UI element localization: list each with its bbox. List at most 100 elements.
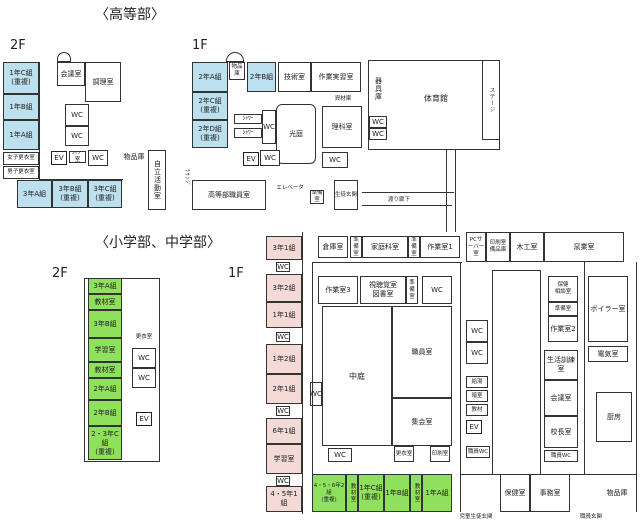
high-2f-cooking-room[interactable]: 調理室 [85,62,121,102]
elem-1f-learning-room[interactable]: 学習室 [266,444,302,474]
high-1f-wc-2[interactable]: WC [260,150,280,166]
elem-1f-life-training[interactable]: 生活訓練室 [544,350,578,380]
elem-2f-room-23c[interactable]: 2・3年C組 (重複) [88,426,122,460]
high-1f-elevator-hall[interactable]: エレベータ [270,182,310,194]
elem-1f-print-2[interactable]: 印刷室 [430,446,450,462]
high-2f-wc-2[interactable]: WC [65,126,89,146]
elem-1f-staff-room[interactable]: 職員室 [392,306,452,398]
elem-1f-changing[interactable]: 更衣室 [394,446,414,462]
elem-2f-elevator[interactable]: EV [136,412,152,426]
high-2f-wc-1[interactable]: WC [65,104,89,126]
elem-1f-room-1a[interactable]: 1年A組 [422,474,452,512]
elem-1f-office[interactable]: 事務室 [530,474,570,512]
elem-2f-room-2a[interactable]: 2年A組 [88,378,122,400]
high-2f-room-3a[interactable]: 3年A組 [17,180,52,208]
high-1f-light-court[interactable]: 光庭 [276,104,316,164]
high-1f-prep-room[interactable]: 準備室 [310,190,324,204]
gym-stage[interactable]: ステージ [482,60,500,140]
high-2f-room-1b[interactable]: 1年B組 [3,94,39,120]
high-1f-room-2c[interactable]: 2年C組 (重複) [192,92,228,120]
elem-1f-room-6-1[interactable]: 6年1組 [266,418,302,444]
elem-1f-hot-water[interactable]: 給湯 [466,376,488,388]
elem-1f-wc-c[interactable]: WC [276,406,290,416]
high-1f-science-room[interactable]: 理科室 [322,106,362,148]
high-1f-student-entrance[interactable]: 生徒玄関 [334,180,358,210]
elem-1f-courtyard[interactable]: 中庭 [322,306,392,446]
elem-1f-prep-b[interactable]: 準備室 [408,236,420,258]
elem-2f-room-3a[interactable]: 3年A組 [88,278,122,294]
elem-1f-nurse-consult[interactable]: 保健 相談室 [548,276,578,302]
high-2f-room-1a[interactable]: 1年A組 [3,120,39,150]
elem-1f-boiler[interactable]: ボイラー室 [588,276,628,342]
high-2f-wc-3[interactable]: WC [88,150,108,166]
high-2f-storage[interactable]: 物品庫 [120,150,148,164]
elem-2f-wc-1[interactable]: WC [132,348,156,368]
high-2f-girls-changing[interactable]: 女子更衣室 [3,152,39,165]
elem-1f-room-1-2[interactable]: 1年2組 [266,344,302,374]
elem-1f-room-3-2[interactable]: 3年2組 [266,274,302,302]
elem-1f-warehouse[interactable]: 倉庫室 [318,236,348,258]
elem-1f-wc-a[interactable]: WC [276,262,290,272]
high-1f-practice-room[interactable]: 作業実習室 [311,62,361,92]
elem-2f-changing-room[interactable]: 更衣室 [132,330,156,344]
elem-1f-wc-h[interactable]: WC [466,320,488,342]
elem-1f-material-c[interactable]: 教材 [466,404,488,416]
elem-1f-prep-d[interactable]: 準備室 [548,302,578,316]
elem-2f-material-1[interactable]: 教材室 [88,294,122,310]
elem-1f-material-b[interactable]: 教材室 [410,474,422,512]
elem-1f-room-1-1[interactable]: 1年1組 [266,302,302,328]
high-2f-boys-changing[interactable]: 男子更衣室 [3,166,39,179]
elem-2f-room-3b[interactable]: 3年B組 [88,310,122,338]
high-1f-wc-1[interactable]: WC [262,110,276,144]
elem-1f-work-room-2[interactable]: 作業室2 [548,316,578,342]
high-1f-lounge[interactable]: ﾗｳﾝｼﾞ [180,148,192,208]
elem-1f-room-1b[interactable]: 1年B組 [384,474,410,512]
elem-1f-health-room[interactable]: 保健室 [500,474,530,512]
elem-1f-staff-entrance[interactable]: 職員玄関 [574,512,608,522]
elem-1f-wc-i[interactable]: WC [466,342,488,364]
elem-2f-material-2[interactable]: 教材室 [88,362,122,378]
elem-1f-meeting[interactable]: 会議室 [544,380,578,416]
elem-2f-learning-room[interactable]: 学習室 [88,338,122,362]
elem-1f-room-45-1[interactable]: 4・5年1組 [266,486,302,512]
high-1f-room-2a[interactable]: 2年A組 [192,62,228,92]
elem-2f-room-2b[interactable]: 2年B組 [88,400,122,426]
elem-1f-prep-c[interactable]: 準備室 [406,276,418,304]
high-1f-shower-1[interactable]: ｼｬﾜｰ [234,114,262,124]
elem-1f-staff-wc-2[interactable]: 職員WC [544,450,578,462]
elem-1f-woodwork[interactable]: 木工室 [510,232,544,262]
elem-2f-wc-2[interactable]: WC [132,368,156,388]
gym-wc-1[interactable]: WC [369,116,387,128]
high-2f-elevator[interactable]: EV [51,151,67,165]
elem-1f-room-1c[interactable]: 1年C組 (重複) [358,474,384,512]
high-2f-room-3c[interactable]: 3年C組 (重複) [88,180,122,208]
high-1f-room-2b[interactable]: 2年B組 [247,62,276,92]
high-2f-independence-room[interactable]: 自立活動室 [148,150,166,210]
high-1f-shower-2[interactable]: ｼｬﾜｰ [234,128,262,138]
elem-1f-ceramics[interactable]: 窯業室 [544,232,624,262]
elem-1f-staff-wc[interactable]: 職員WC [466,446,490,458]
elem-1f-work-room-3[interactable]: 作業室3 [318,276,358,304]
elem-1f-principal[interactable]: 校長室 [544,416,578,448]
elem-1f-student-entrance[interactable]: 児童生徒玄関 [456,512,496,522]
elem-1f-wc-d[interactable]: WC [276,476,290,486]
high-2f-room-3b[interactable]: 3年B組 (重複) [52,180,88,208]
high-2f-meeting-room[interactable]: 会議室 [57,62,85,86]
gym-wc-2[interactable]: WC [369,128,387,140]
elem-1f-pc-server[interactable]: PCサーバー室 [466,232,486,262]
elem-1f-work-room-1[interactable]: 作業室1 [420,236,460,258]
elem-1f-wc-b[interactable]: WC [276,332,290,342]
elem-1f-prep-a[interactable]: 準備室 [350,236,362,258]
elem-1f-room-456-2[interactable]: 4・5・6年2組 (重複) [312,474,346,512]
high-1f-wc-3[interactable]: WC [322,152,348,168]
elem-1f-wc-e[interactable]: WC [422,276,452,304]
high-1f-storage[interactable]: 物品庫 [229,62,245,80]
gym-equipment-store[interactable]: 器具庫 [369,66,387,112]
elem-1f-print-storage[interactable]: 印刷室 備品庫 [486,232,510,262]
elem-1f-home-ec[interactable]: 家庭科室 [362,236,408,258]
high-1f-staff-room[interactable]: 高等部職員室 [192,180,266,210]
elem-1f-elevator[interactable]: EV [466,420,482,434]
elem-1f-assembly[interactable]: 集会室 [392,398,452,446]
gymnasium[interactable]: 体育館 [390,66,482,130]
elem-1f-electric[interactable]: 電気室 [588,346,628,362]
